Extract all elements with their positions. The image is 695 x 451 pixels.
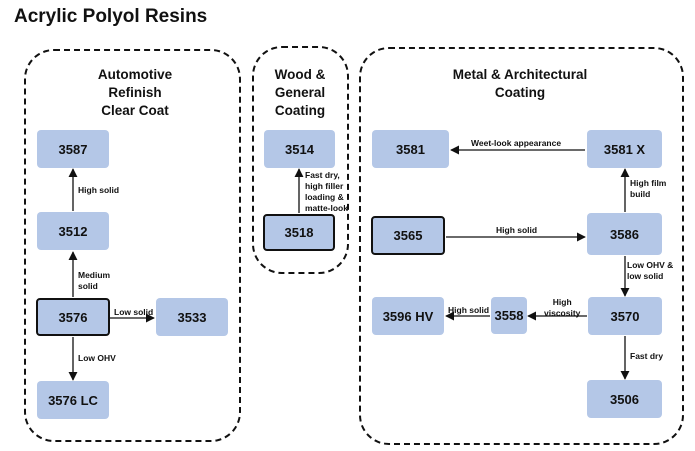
node-3558: 3558 (491, 297, 527, 334)
node-3587: 3587 (37, 130, 109, 168)
node-3533: 3533 (156, 298, 228, 336)
edge-label-line: low solid (627, 271, 664, 281)
edge-label-weet-look: Weet-look appearance (471, 138, 562, 148)
group-metal-architectural (359, 47, 684, 445)
group-title-line: General (274, 85, 326, 100)
group-title-line: Coating (274, 103, 326, 118)
node-3581: 3581 (372, 130, 449, 168)
edge-label-line: High (552, 297, 572, 307)
edge-label-line: solid (78, 281, 98, 291)
edge-label-line: build (630, 189, 651, 199)
group-wood-general (252, 46, 349, 274)
edge-label-high-film-build: High film build (630, 178, 666, 200)
edge-label-fast-dry-high-filler: Fast dry, high filler loading & matte-lo… (305, 170, 348, 214)
edge-label-line: High film (630, 178, 667, 188)
node-3506: 3506 (587, 380, 662, 418)
node-3512: 3512 (37, 212, 109, 250)
group-title-line: Wood & (274, 67, 326, 82)
edge-label-high-solid: High solid (78, 185, 120, 195)
node-3518: 3518 (263, 214, 335, 251)
edge-label-line: high filler (305, 181, 344, 191)
node-3565: 3565 (371, 216, 445, 255)
node-3586: 3586 (587, 213, 662, 255)
edge-label-line: Fast dry, (305, 170, 340, 180)
group-title-line: Metal & Architectural (452, 67, 588, 82)
edge-label-fast-dry: Fast dry (630, 351, 664, 361)
node-3576lc: 3576 LC (37, 381, 109, 419)
node-3514: 3514 (264, 130, 335, 168)
edge-label-medium-solid: Medium solid (78, 270, 110, 292)
group-title-line: Coating (494, 85, 546, 100)
node-3581x: 3581 X (587, 130, 662, 168)
group-title-line: Clear Coat (101, 103, 169, 118)
edge-label-line: Low OHV & (627, 260, 674, 270)
node-3576: 3576 (36, 298, 110, 336)
edge-label-line: loading & (305, 192, 344, 202)
group-title-automotive: Automotive Refinish Clear Coat (70, 66, 200, 120)
edge-label-line: viscosity (544, 308, 581, 318)
node-3570: 3570 (588, 297, 662, 335)
edge-label-line: Medium (78, 270, 111, 280)
group-title-wood: Wood & General Coating (255, 66, 345, 120)
group-automotive-refinish (24, 49, 241, 442)
edge-label-line: matte-look (305, 203, 348, 213)
page-title: Acrylic Polyol Resins (14, 6, 208, 27)
edge-label-low-ohv: Low OHV (78, 353, 116, 363)
edge-label-high-solid: High solid (448, 305, 490, 315)
group-title-line: Refinish (108, 85, 162, 100)
group-title-metal: Metal & Architectural Coating (420, 66, 620, 102)
edge-label-low-solid: Low solid (114, 307, 154, 317)
group-title-line: Automotive (97, 67, 173, 82)
edge-label-low-ohv-low-solid: Low OHV & low solid (627, 260, 673, 282)
edge-label-high-viscosity: High viscosity (544, 297, 580, 319)
edge-label-high-solid: High solid (496, 225, 538, 235)
node-3596hv: 3596 HV (372, 297, 444, 335)
